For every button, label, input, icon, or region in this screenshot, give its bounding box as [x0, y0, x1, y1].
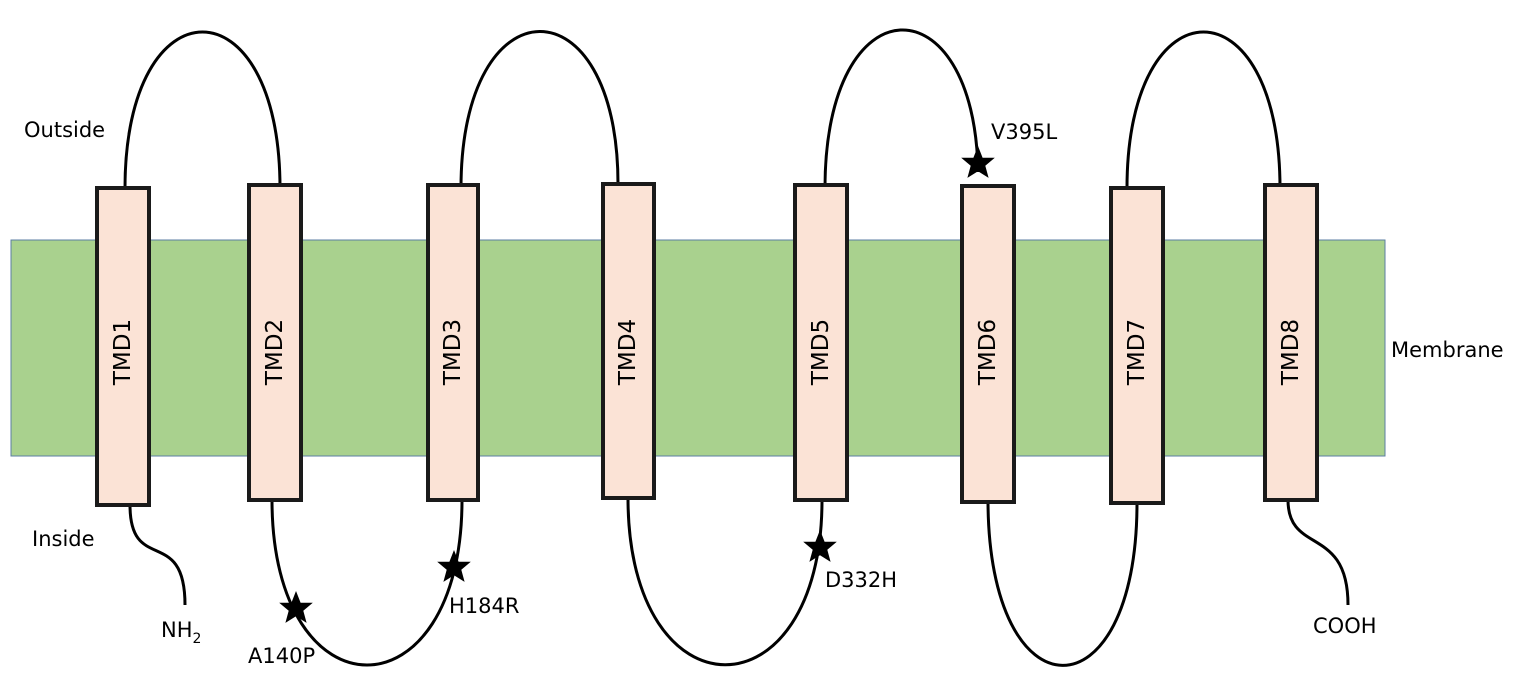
- star-icon: [961, 146, 995, 178]
- intracellular-loop-3: [986, 499, 1139, 667]
- extracellular-loop-2: [459, 30, 620, 189]
- helix-tmd3: TMD3: [426, 183, 480, 502]
- n-terminus-subscript: 2: [193, 631, 202, 647]
- helix-label: TMD8: [1278, 319, 1304, 386]
- star-icon: [803, 530, 837, 562]
- helix-label: TMD7: [1124, 319, 1150, 386]
- helix-label: TMD4: [615, 319, 641, 386]
- mutation-label-h184r: H184R: [449, 594, 519, 618]
- helix-tmd6: TMD6: [960, 184, 1016, 504]
- intracellular-loop-1: [270, 499, 464, 667]
- n-terminus-label: NH2: [161, 618, 201, 647]
- mutation-label-a140p: A140P: [248, 644, 315, 668]
- helix-label: TMD6: [975, 319, 1001, 386]
- intracellular-loop-2: [626, 497, 824, 667]
- mutation-label-d332h: D332H: [825, 568, 897, 592]
- helix-label: TMD1: [110, 319, 136, 386]
- helix-label: TMD5: [808, 319, 834, 386]
- membrane-label: Membrane: [1391, 338, 1504, 362]
- helix-tmd1: TMD1: [95, 186, 151, 507]
- star-icon: [437, 550, 471, 582]
- helix-label: TMD3: [440, 319, 466, 386]
- n-terminus-tail: [128, 504, 187, 606]
- outside-label: Outside: [24, 118, 105, 142]
- membrane-band: [10, 239, 1386, 457]
- extracellular-loop-3: [823, 28, 980, 189]
- helix-tmd7: TMD7: [1109, 186, 1165, 505]
- mutation-label-v395l: V395L: [991, 120, 1057, 144]
- helix-tmd2: TMD2: [247, 183, 303, 502]
- helix-label: TMD2: [262, 319, 288, 386]
- helix-tmd5: TMD5: [793, 183, 849, 502]
- helix-tmd8: TMD8: [1263, 183, 1319, 502]
- c-terminus-tail: [1286, 499, 1350, 606]
- n-terminus-main: NH: [161, 618, 193, 642]
- helix-tmd4: TMD4: [601, 182, 656, 500]
- star-icon: [279, 591, 313, 623]
- extracellular-loop-1: [123, 30, 282, 189]
- c-terminus-label: COOH: [1313, 614, 1377, 638]
- inside-label: Inside: [32, 527, 95, 551]
- extracellular-loop-4: [1125, 30, 1282, 189]
